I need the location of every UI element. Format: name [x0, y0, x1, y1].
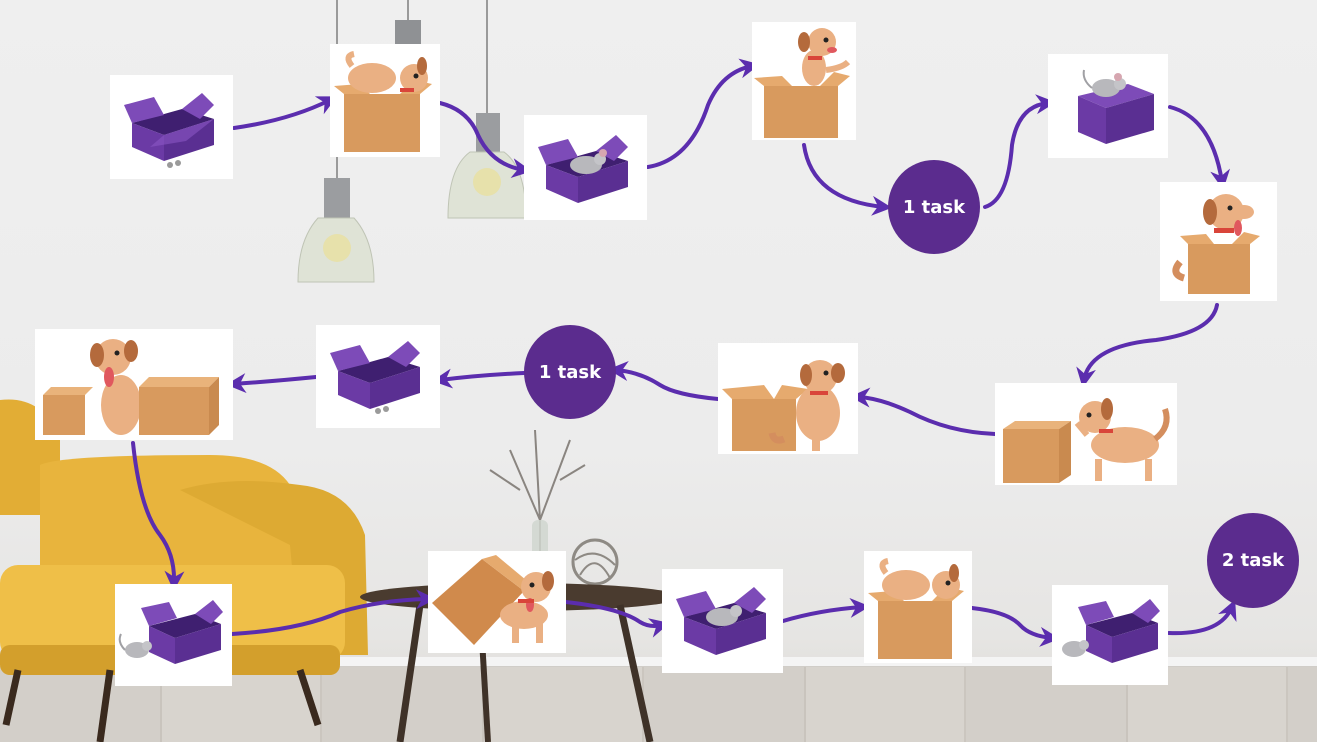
task-node-1[interactable]: 1 task — [888, 160, 980, 254]
scene-card-dog-behind-box[interactable] — [718, 343, 858, 454]
scene-card-dog-rolling-in-box[interactable] — [330, 44, 440, 157]
scene-card-dog-between-boxes[interactable] — [35, 329, 233, 440]
path-arrow — [850, 387, 997, 436]
baseboard — [0, 657, 1317, 667]
scene-card-mouse-beside-purple-box[interactable] — [1052, 585, 1168, 685]
path-arrow — [608, 361, 720, 401]
dog-in-box-icon — [334, 51, 432, 152]
scene-card-dog-in-box[interactable] — [1160, 182, 1277, 301]
path-arrow — [226, 373, 318, 394]
dog-in-box-icon — [754, 28, 851, 138]
purple-box-icon — [124, 93, 214, 168]
path-arrow — [232, 96, 338, 130]
dog-beside-box-icon — [1003, 398, 1170, 483]
path-arrow — [1168, 105, 1231, 190]
path-arrow — [432, 368, 526, 389]
scene-card-mouse-on-purple-box[interactable] — [1048, 54, 1168, 158]
mouse-in-purple-box-icon — [676, 587, 766, 655]
path-arrow — [131, 441, 185, 591]
purple-box-icon — [330, 341, 420, 414]
mouse-in-purple-box-icon — [538, 135, 628, 203]
dog-in-box-icon — [868, 558, 964, 659]
path-arrow — [983, 94, 1056, 209]
scene-card-mouse-in-purple-box[interactable] — [662, 569, 783, 673]
path-arrow — [438, 101, 532, 179]
dog-behind-box-icon — [722, 360, 845, 451]
mouse-beside-purple-box-icon — [1062, 599, 1160, 663]
scene-card-purple-box[interactable] — [110, 75, 233, 179]
scene-card-dog-beside-box[interactable] — [995, 383, 1177, 485]
dog-between-boxes-icon — [43, 339, 219, 435]
path-arrow — [1167, 599, 1237, 636]
path-arrow — [781, 597, 870, 623]
pendant-lamps-image — [297, 0, 527, 283]
scene-card-dog-rolling-in-box[interactable] — [864, 551, 972, 663]
task-node-2[interactable]: 1 task — [524, 325, 616, 419]
task-node-3[interactable]: 2 task — [1207, 513, 1299, 608]
scene-card-dog-in-box[interactable] — [752, 22, 856, 140]
path-arrow — [230, 589, 436, 636]
scene-card-mouse-in-purple-box[interactable] — [524, 115, 647, 220]
scene-card-purple-box[interactable] — [316, 325, 440, 428]
path-arrow — [970, 606, 1060, 647]
path-arrow — [802, 143, 892, 216]
mouse-beside-purple-box-icon — [118, 600, 223, 664]
mouse-on-purple-box-icon — [1078, 69, 1154, 144]
path-arrow — [646, 58, 760, 169]
dog-in-box-icon — [1172, 194, 1260, 294]
scene-card-mouse-beside-purple-box[interactable] — [115, 584, 232, 686]
scene-card-dog-pushing-box[interactable] — [428, 551, 566, 653]
path-arrow — [1076, 303, 1219, 388]
dog-pushing-box-icon — [432, 555, 554, 645]
path-arrow — [564, 600, 670, 638]
